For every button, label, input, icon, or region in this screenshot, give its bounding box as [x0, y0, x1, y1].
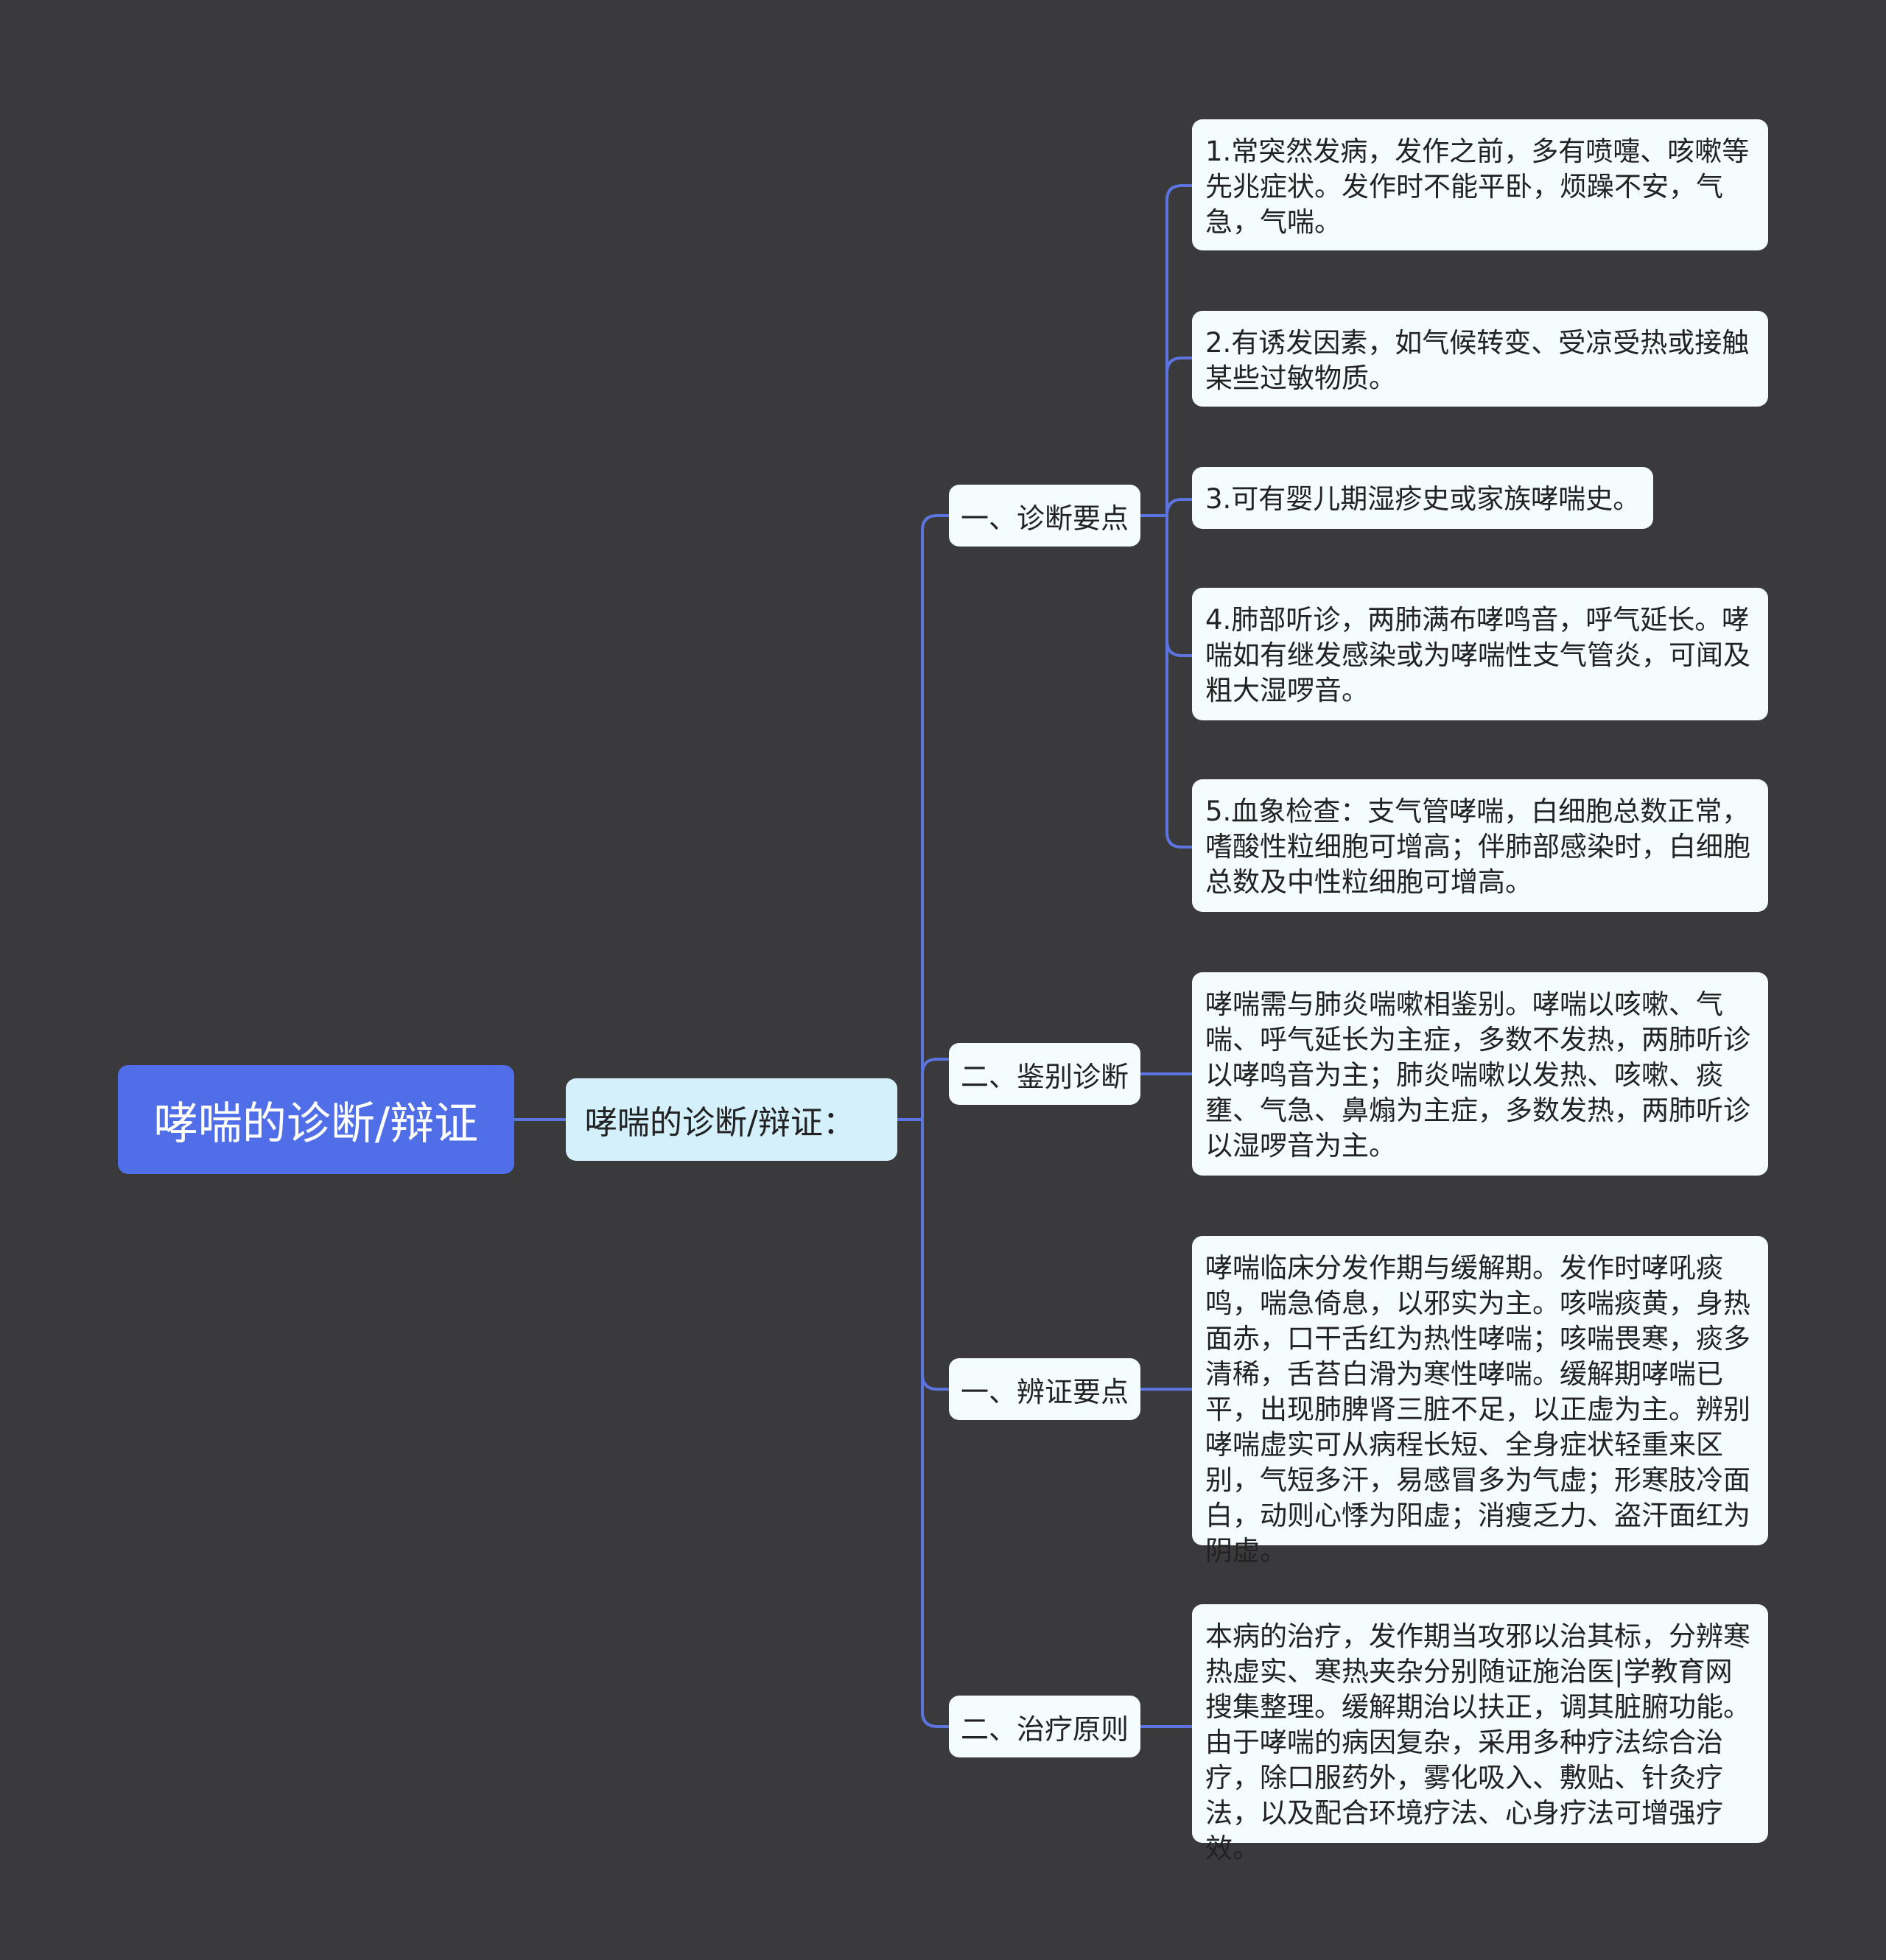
leaf-text: 2.有诱发因素，如气候转变、受凉受热或接触某些过敏物质。 — [1205, 327, 1750, 394]
leaf-node[interactable]: 4.肺部听诊，两肺满布哮鸣音，呼气延长。哮喘如有继发感染或为哮喘性支气管炎，可闻… — [1192, 588, 1768, 720]
leaf-node[interactable]: 2.有诱发因素，如气候转变、受凉受热或接触某些过敏物质。 — [1192, 311, 1768, 407]
leaf-text: 本病的治疗，发作期当攻邪以治其标，分辨寒热虚实、寒热夹杂分别随证施治医|学教育网… — [1205, 1620, 1750, 1864]
sub-node[interactable]: 哮喘的诊断/辩证： — [566, 1078, 897, 1161]
leaf-text: 3.可有婴儿期湿疹史或家族哮喘史。 — [1205, 483, 1641, 515]
root-node[interactable]: 哮喘的诊断/辩证 — [118, 1065, 514, 1174]
root-label: 哮喘的诊断/辩证 — [153, 1097, 479, 1150]
leaf-text: 5.血象检查：支气管哮喘，白细胞总数正常，嗜酸性粒细胞可增高；伴肺部感染时，白细… — [1205, 795, 1750, 898]
edge-branch1-leaves — [1139, 184, 1193, 849]
leaf-text: 4.肺部听诊，两肺满布哮鸣音，呼气延长。哮喘如有继发感染或为哮喘性支气管炎，可闻… — [1205, 604, 1750, 706]
branch-label: 二、鉴别诊断 — [960, 1060, 1129, 1093]
leaf-node[interactable]: 哮喘临床分发作期与缓解期。发作时哮吼痰鸣，喘急倚息，以邪实为主。咳喘痰黄，身热面… — [1192, 1236, 1768, 1567]
branch-label: 一、诊断要点 — [960, 502, 1129, 535]
leaf-text: 1.常突然发病，发作之前，多有喷嚏、咳嗽等先兆症状。发作时不能平卧，烦躁不安，气… — [1205, 136, 1750, 238]
branch-node-syndrome[interactable]: 一、辨证要点 — [949, 1358, 1140, 1420]
edge-sub-branches — [921, 514, 950, 1728]
leaf-node[interactable]: 本病的治疗，发作期当攻邪以治其标，分辨寒热虚实、寒热夹杂分别随证施治医|学教育网… — [1192, 1604, 1768, 1864]
branch-node-treatment[interactable]: 二、治疗原则 — [949, 1696, 1140, 1757]
branch-label: 二、治疗原则 — [960, 1713, 1129, 1746]
sub-label: 哮喘的诊断/辩证： — [585, 1104, 855, 1142]
leaf-text: 哮喘需与肺炎喘嗽相鉴别。哮喘以咳嗽、气喘、呼气延长为主症，多数不发热，两肺听诊以… — [1205, 988, 1750, 1162]
leaf-node[interactable]: 哮喘需与肺炎喘嗽相鉴别。哮喘以咳嗽、气喘、呼气延长为主症，多数不发热，两肺听诊以… — [1192, 972, 1768, 1176]
branch-label: 一、辨证要点 — [960, 1375, 1129, 1408]
leaf-node[interactable]: 1.常突然发病，发作之前，多有喷嚏、咳嗽等先兆症状。发作时不能平卧，烦躁不安，气… — [1192, 119, 1768, 250]
branch-node-differential[interactable]: 二、鉴别诊断 — [949, 1043, 1140, 1105]
leaf-node[interactable]: 3.可有婴儿期湿疹史或家族哮喘史。 — [1192, 467, 1653, 529]
leaf-text: 哮喘临床分发作期与缓解期。发作时哮吼痰鸣，喘急倚息，以邪实为主。咳喘痰黄，身热面… — [1205, 1252, 1750, 1567]
leaf-node[interactable]: 5.血象检查：支气管哮喘，白细胞总数正常，嗜酸性粒细胞可增高；伴肺部感染时，白细… — [1192, 779, 1768, 912]
branch-node-diagnosis[interactable]: 一、诊断要点 — [949, 485, 1140, 547]
